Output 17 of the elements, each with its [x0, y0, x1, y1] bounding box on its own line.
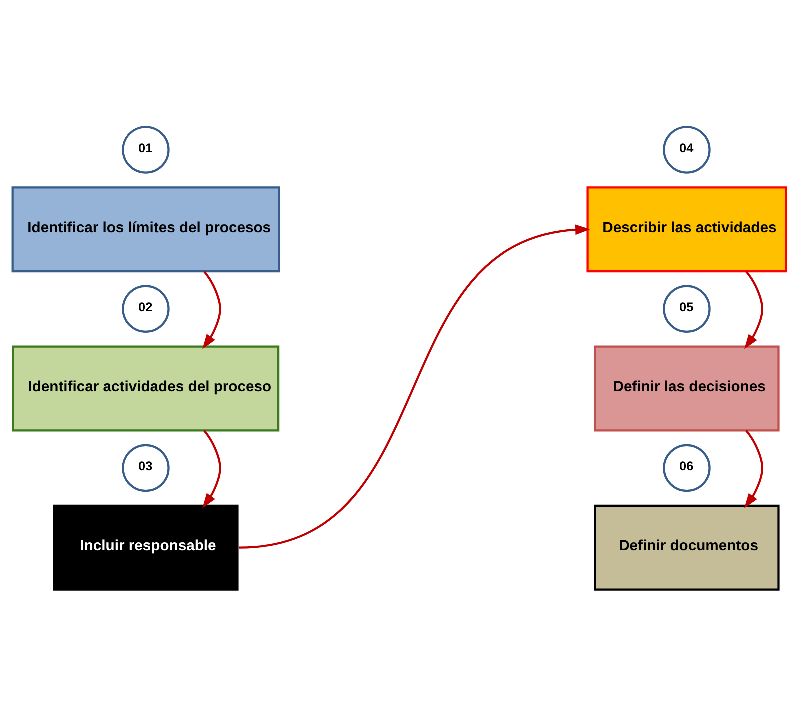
arrow [202, 430, 222, 508]
node-circle: 01 [122, 126, 170, 174]
node-box: Definir las decisiones [594, 346, 780, 432]
node-circle: 05 [663, 285, 711, 334]
node-circle: 06 [663, 444, 711, 492]
arrow [239, 224, 590, 549]
node-circle: 04 [663, 126, 711, 174]
node-circle: 02 [122, 285, 170, 334]
node-box: Describir las actividades [586, 186, 788, 273]
node-box: Identificar los límites del procesos [12, 186, 280, 273]
arrow [202, 271, 222, 350]
node-box: Incluir responsable [53, 504, 239, 591]
node-circle: 03 [122, 444, 170, 492]
arrow [744, 430, 764, 508]
node-box: Definir documentos [594, 504, 780, 591]
node-box: Identificar actividades del proceso [12, 346, 280, 432]
arrow [744, 270, 764, 350]
